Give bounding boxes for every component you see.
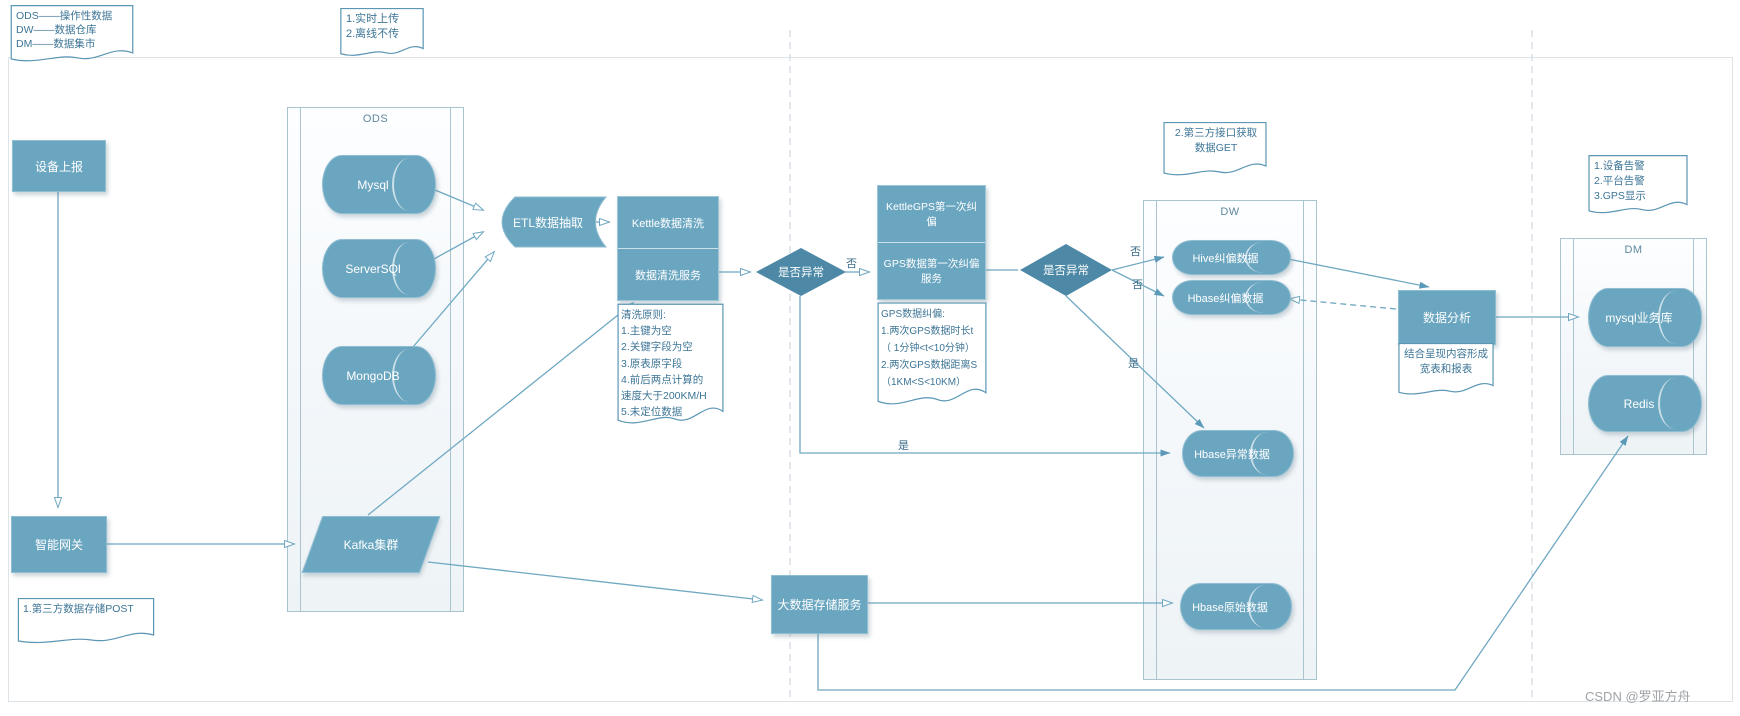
note-line: 3.原表原字段 (621, 357, 683, 370)
node-kettle-clean-group[interactable]: Kettle数据清洗 数据清洗服务 (617, 196, 719, 301)
node-clean-service[interactable]: 数据清洗服务 (618, 248, 718, 300)
node-bigdata-storage-label: 大数据存储服务 (777, 598, 862, 612)
edge-mongodb-etl (412, 252, 494, 348)
edge-kafka-cleanservice (367, 303, 633, 516)
node-decision-abnormal-1-label: 是否异常 (778, 267, 824, 279)
watermark-text: CSDN @罗亚方舟 (1585, 689, 1691, 704)
edge-decision2-hive (1111, 255, 1165, 271)
note-line: 速度大于200KM/H (621, 390, 707, 403)
node-kettle-clean[interactable]: Kettle数据清洗 (631, 217, 705, 230)
edge-hive-analysis (1277, 256, 1430, 289)
note-line: 1.第三方数据存储POST (23, 603, 134, 615)
node-smart-gateway-label: 智能网关 (34, 538, 83, 552)
note-upload-mode: 1.实时上传 2.离线不传 (340, 8, 424, 60)
note-analysis-report: 结合呈现内容形成 宽表和报表 (1398, 343, 1494, 399)
note-legend: ODS——操作性数据 DW——数据仓库 DM——数据集市 (10, 5, 134, 65)
node-etl-extract-label: ETL数据抽取 (512, 215, 583, 230)
note-line: DM——数据集市 (16, 38, 96, 50)
note-line: （1KM<S<10KM） (881, 377, 967, 388)
note-line: ODS——操作性数据 (16, 10, 113, 22)
edge-decision2-hbase-abnormal (1065, 295, 1205, 429)
note-line: 数据GET (1194, 142, 1238, 154)
node-device-report[interactable]: 设备上报 (12, 140, 106, 192)
edge-analysis-hbase-fix-dashed (1290, 299, 1397, 310)
edge-bigdata-redis (817, 435, 1629, 691)
note-line: 2.两次GPS数据距离S (881, 360, 978, 371)
node-hive-corrected-data[interactable]: Hive纠偏数据 (1172, 240, 1291, 275)
node-kafka-cluster[interactable]: Kafka集群 (312, 516, 430, 573)
edge-label-no-2: 否 (1130, 246, 1141, 258)
note-line: 宽表和报表 (1419, 363, 1473, 375)
note-line: 5.未定位数据 (621, 406, 683, 419)
node-gps-correct-group[interactable]: KettleGPS第一次纠偏 GPS数据第一次纠偏服务 (877, 185, 986, 300)
note-line: （ 1分钟<t<10分钟） (881, 343, 975, 354)
node-hbase-abnormal-data[interactable]: Hbase异常数据 (1182, 430, 1294, 477)
note-line: 1.设备告警 (1594, 160, 1645, 172)
node-mongodb-db[interactable]: MongoDB (322, 346, 436, 405)
node-serversql-db[interactable]: ServerSQl (322, 239, 436, 298)
note-line: 3.GPS显示 (1594, 190, 1646, 202)
node-data-analysis[interactable]: 数据分析 (1398, 290, 1496, 345)
node-device-report-label: 设备上报 (34, 159, 83, 174)
note-line: 4.前后两点计算的 (621, 373, 704, 386)
note-line: 2.第三方接口获取 (1174, 127, 1258, 139)
diagram-frame (8, 57, 1733, 702)
note-gps-rules: GPS数据纠偏: 1.两次GPS数据时长t （ 1分钟<t<10分钟） 2.两次… (877, 302, 987, 410)
node-kettlegps-correct[interactable]: KettleGPS第一次纠偏 (885, 201, 978, 228)
container-dm-title: DM (1624, 244, 1643, 256)
edge-label-no-3: 否 (1132, 279, 1143, 291)
node-decision-abnormal-2-label: 是否异常 (1043, 265, 1089, 277)
note-line: GPS数据纠偏: (881, 309, 945, 320)
edge-decision1-hbase-abnormal (799, 296, 1171, 457)
container-dw-title: DW (1220, 206, 1240, 218)
note-line: 2.关键字段为空 (621, 341, 693, 354)
node-mysql-business-db[interactable]: mysql业务库 (1588, 288, 1702, 347)
node-data-analysis-label: 数据分析 (1422, 311, 1471, 325)
note-line: 1.两次GPS数据时长t (881, 326, 974, 337)
node-smart-gateway[interactable]: 智能网关 (11, 516, 107, 573)
edge-label-yes-2: 是 (898, 440, 909, 452)
note-line: 1.主键为空 (621, 325, 672, 338)
note-line: DW——数据仓库 (16, 24, 97, 36)
node-hbase-corrected-data[interactable]: Hbase纠偏数据 (1172, 280, 1291, 315)
edge-label-yes-1: 是 (1128, 358, 1139, 370)
note-thirdparty-get: 2.第三方接口获取 数据GET (1163, 122, 1267, 180)
edge-decision2-hbase-fix (1111, 269, 1165, 297)
note-thirdparty-post: 1.第三方数据存储POST (17, 598, 155, 648)
node-gps-correct-service[interactable]: GPS数据第一次纠偏服务 (878, 242, 985, 299)
edge-kafka-bigdata (427, 561, 762, 600)
note-line: 2.离线不传 (346, 28, 400, 40)
node-etl-extract-shape[interactable] (497, 196, 607, 248)
node-bigdata-storage[interactable]: 大数据存储服务 (771, 575, 868, 634)
note-line: 2.平台告警 (1594, 175, 1645, 187)
edge-label-no-1: 否 (846, 258, 857, 270)
container-ods-title: ODS (362, 113, 389, 125)
node-mysql-db[interactable]: Mysql (322, 155, 436, 214)
note-line: 清洗原则: (621, 309, 666, 321)
note-line: 1.实时上传 (346, 13, 400, 25)
note-line: 结合呈现内容形成 (1404, 348, 1488, 360)
node-redis-db[interactable]: Redis (1588, 375, 1702, 432)
node-hbase-raw-data[interactable]: Hbase原始数据 (1180, 583, 1292, 630)
note-alerts: 1.设备告警 2.平台告警 3.GPS显示 (1588, 155, 1688, 217)
note-clean-rules: 清洗原则: 1.主键为空 2.关键字段为空 3.原表原字段 4.前后两点计算的 … (617, 303, 724, 429)
